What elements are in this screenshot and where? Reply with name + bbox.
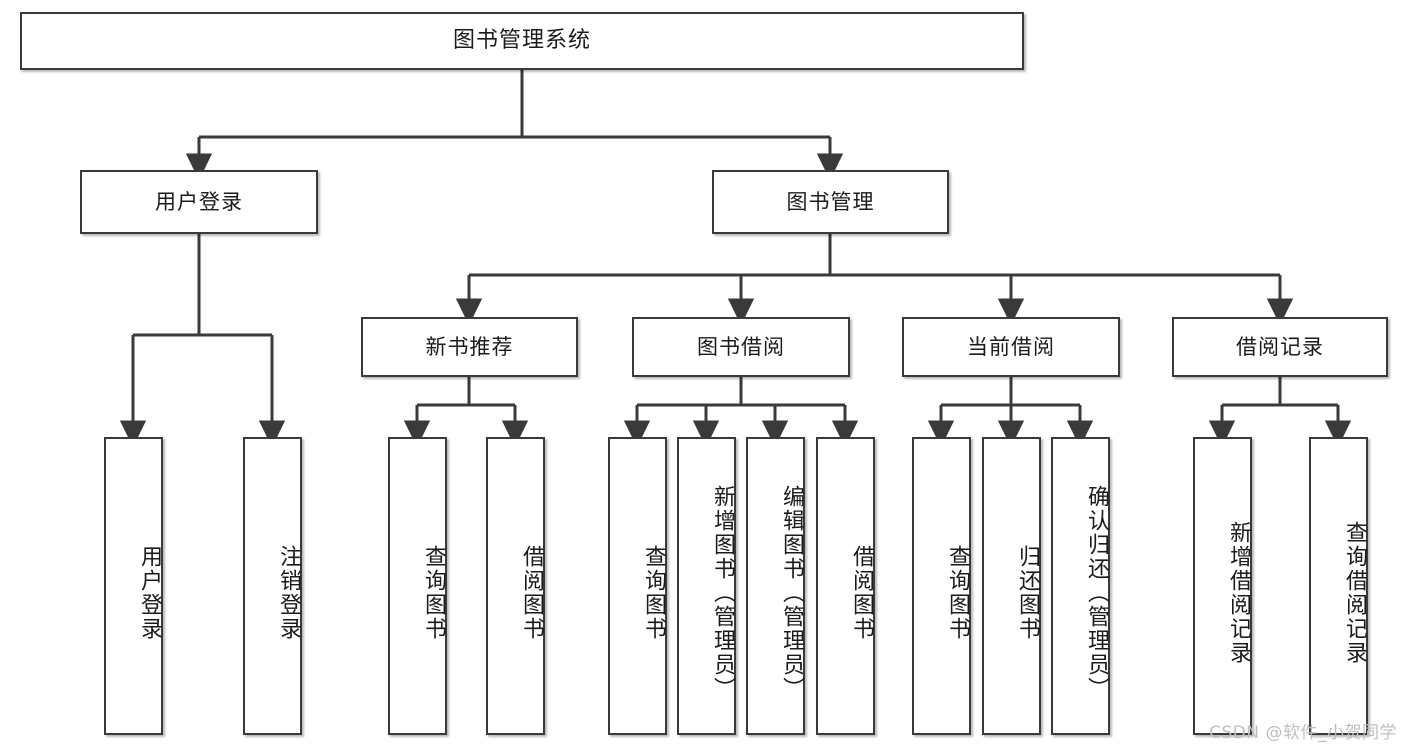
leaf-edit-book-admin[interactable]: 编辑图书（管理员）	[746, 437, 805, 735]
node-label: 借阅图书	[519, 545, 544, 641]
node-borrow-record[interactable]: 借阅记录	[1172, 317, 1388, 377]
node-label: 借阅记录	[1236, 334, 1324, 359]
node-book-manage[interactable]: 图书管理	[712, 170, 949, 234]
node-label: 新增图书（管理员）	[710, 485, 735, 701]
leaf-confirm-return-admin[interactable]: 确认归还（管理员）	[1051, 437, 1110, 735]
node-label: 图书借阅	[697, 334, 785, 359]
node-new-book-recommend[interactable]: 新书推荐	[361, 317, 578, 377]
node-label: 图书管理	[786, 189, 875, 214]
node-label: 图书管理系统	[452, 28, 591, 53]
node-label: 查询借阅记录	[1342, 521, 1367, 665]
node-label: 用户登录	[155, 189, 243, 214]
node-label: 新书推荐	[425, 334, 514, 359]
node-label: 编辑图书（管理员）	[779, 485, 804, 701]
leaf-logout[interactable]: 注销登录	[243, 437, 302, 735]
node-label: 借阅图书	[849, 545, 874, 641]
leaf-borrow-book-2[interactable]: 借阅图书	[816, 437, 875, 735]
node-label: 查询图书	[421, 545, 446, 641]
node-user-login[interactable]: 用户登录	[80, 170, 318, 234]
node-root-book-management-system[interactable]: 图书管理系统	[20, 12, 1024, 70]
node-book-borrow[interactable]: 图书借阅	[632, 317, 850, 377]
node-label: 查询图书	[641, 545, 666, 641]
leaf-query-book-3[interactable]: 查询图书	[912, 437, 971, 735]
node-current-borrow[interactable]: 当前借阅	[902, 317, 1120, 377]
node-label: 归还图书	[1015, 545, 1040, 641]
leaf-return-book[interactable]: 归还图书	[982, 437, 1041, 735]
node-label: 确认归还（管理员）	[1084, 485, 1109, 701]
node-label: 当前借阅	[967, 334, 1055, 359]
leaf-query-book-1[interactable]: 查询图书	[388, 437, 447, 735]
leaf-query-book-2[interactable]: 查询图书	[608, 437, 667, 735]
leaf-add-book-admin[interactable]: 新增图书（管理员）	[677, 437, 736, 735]
csdn-watermark: CSDN @软件_小贺同学	[1209, 723, 1397, 743]
node-label: 注销登录	[276, 545, 301, 641]
leaf-borrow-book-1[interactable]: 借阅图书	[486, 437, 545, 735]
leaf-user-login[interactable]: 用户登录	[104, 437, 163, 735]
node-label: 新增借阅记录	[1226, 521, 1251, 665]
leaf-query-borrow-record[interactable]: 查询借阅记录	[1309, 437, 1368, 735]
node-label: 用户登录	[137, 545, 162, 641]
leaf-add-borrow-record[interactable]: 新增借阅记录	[1193, 437, 1252, 735]
node-label: 查询图书	[945, 545, 970, 641]
